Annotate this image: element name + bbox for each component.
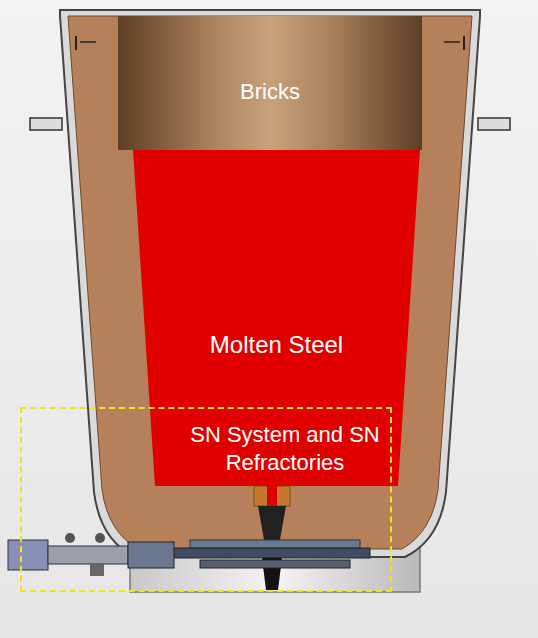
brick-band: Bricks xyxy=(118,16,422,150)
cylinder-rod xyxy=(48,546,128,564)
ladle-shell xyxy=(60,10,480,557)
region-label: Bricks xyxy=(118,78,422,106)
region-label: SN System and SN Refractories xyxy=(175,421,395,476)
cylinder xyxy=(8,540,48,570)
slot xyxy=(80,41,96,43)
fitting xyxy=(90,564,104,576)
brick-lining xyxy=(68,16,472,549)
gate-plate xyxy=(190,540,360,548)
slot xyxy=(75,36,77,50)
cylinder-clamp xyxy=(128,542,174,568)
fitting xyxy=(95,533,105,543)
region-label: Molten Steel xyxy=(133,330,420,360)
fitting xyxy=(65,533,75,543)
lug xyxy=(30,118,62,130)
slot xyxy=(444,41,460,43)
nozzle xyxy=(258,506,286,540)
lug xyxy=(478,118,510,130)
gate-frame xyxy=(170,548,370,558)
slot xyxy=(463,36,465,50)
steel-fill xyxy=(133,150,420,486)
sn-region: SN System and SN Refractories xyxy=(20,407,392,592)
gate-plate xyxy=(200,560,350,568)
